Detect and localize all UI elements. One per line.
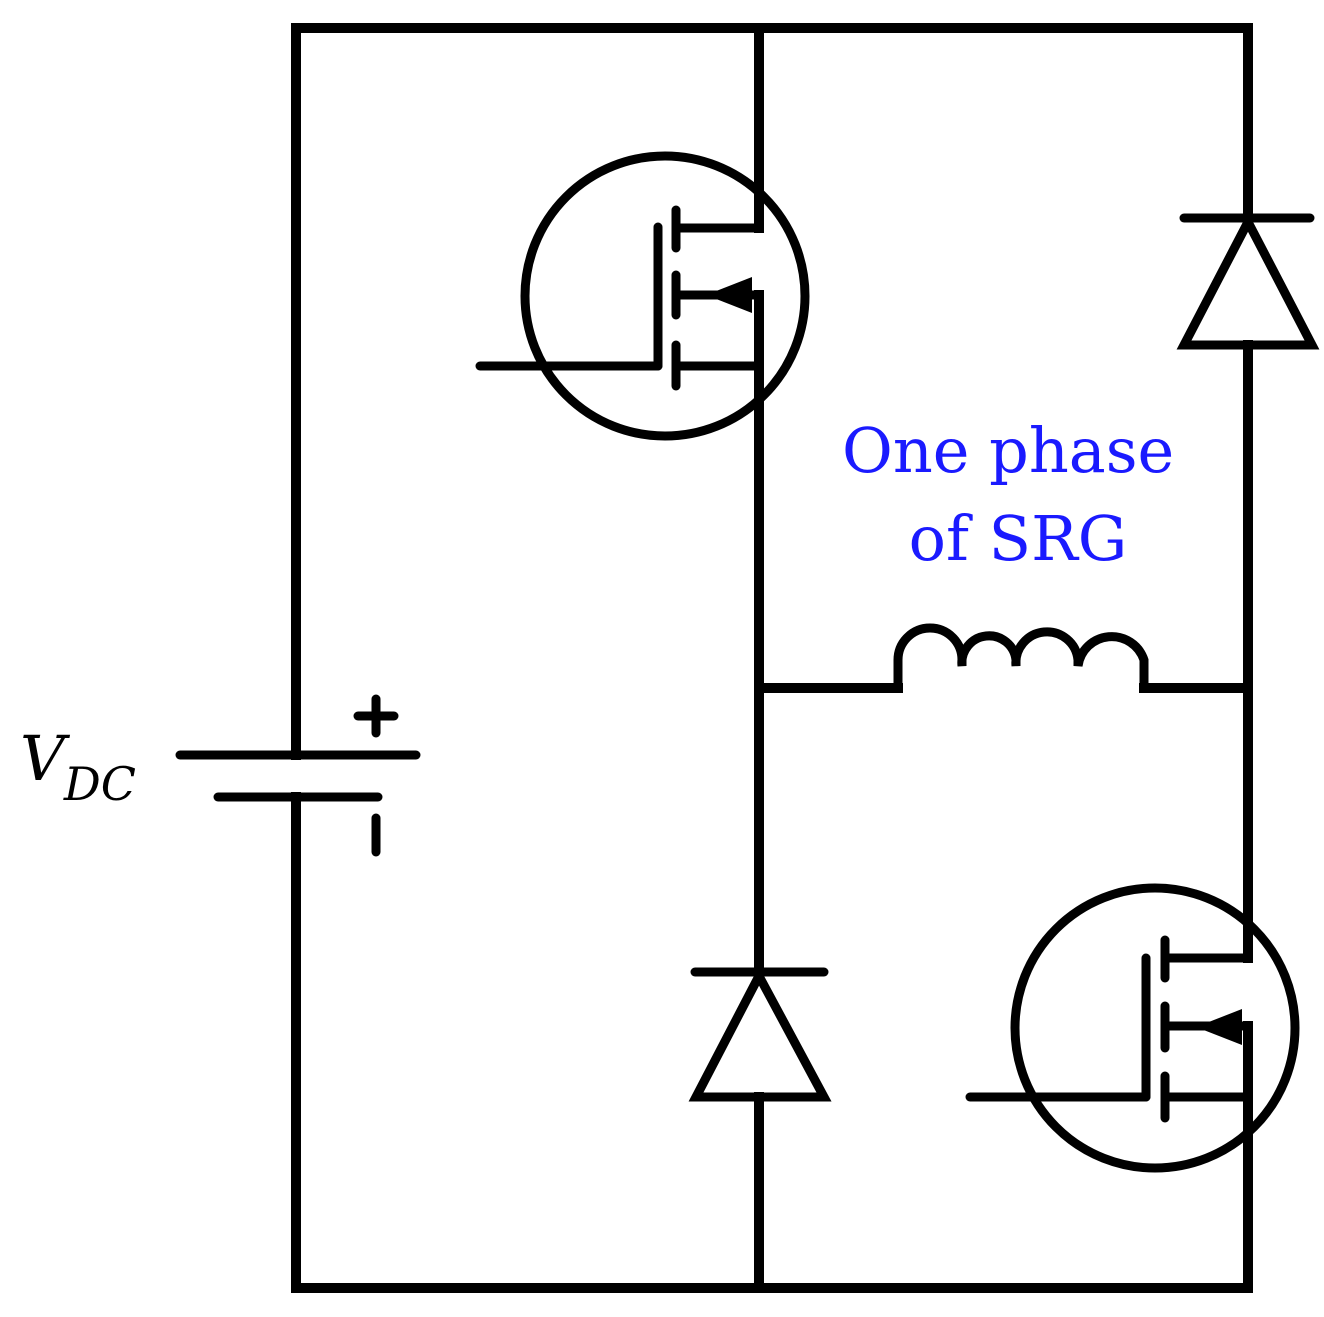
- plus-sign-icon: [353, 694, 399, 738]
- phase-winding: One phase of SRG: [754, 414, 1253, 693]
- lower-mosfet: [965, 883, 1300, 1173]
- source-label: V DC: [20, 722, 136, 811]
- lower-mosfet-arrow-icon: [1196, 1009, 1242, 1045]
- upper-mosfet-arrow-icon: [706, 277, 752, 313]
- upper-mosfet-body: [520, 151, 810, 441]
- source-label-main: V: [20, 722, 71, 795]
- winding-label-line1: One phase: [842, 414, 1174, 487]
- winding-label: One phase of SRG: [842, 414, 1194, 575]
- source-label-subscript: DC: [63, 757, 136, 811]
- upper-diode-triangle: [1176, 212, 1320, 350]
- upper-mosfet: [475, 151, 810, 441]
- frame-wires: [291, 23, 1253, 1293]
- dc-source: V DC: [20, 694, 421, 857]
- winding-label-line2: of SRG: [909, 502, 1128, 575]
- upper-diode: [1176, 212, 1320, 350]
- lower-diode: [688, 966, 832, 1102]
- inductor-coil-icon: [893, 623, 1149, 693]
- lower-mosfet-body: [1010, 883, 1300, 1173]
- lower-diode-triangle: [688, 966, 832, 1102]
